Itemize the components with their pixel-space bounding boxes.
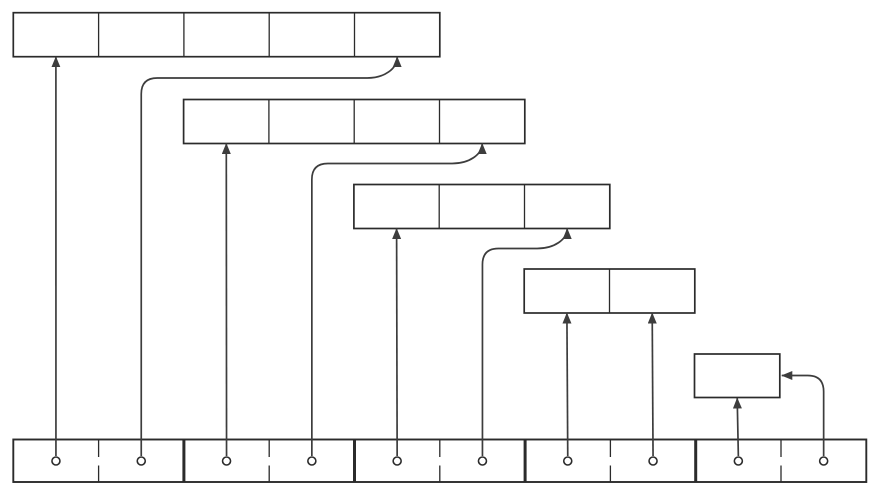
pointer-origin-circle-8	[733, 456, 744, 466]
pointer-arrow-7	[647, 312, 657, 457]
pointer-origin-circle-5	[477, 456, 488, 466]
pointer-arrow-3	[311, 143, 487, 456]
array-row-0-border	[12, 11, 441, 58]
pointer-origin-circle-1	[136, 456, 147, 466]
pointer-arrow-8	[732, 397, 742, 457]
pointer-origin-circle-3	[307, 456, 317, 466]
pointer-origin-circle-7	[648, 456, 658, 466]
pointer-origin-circle-4	[392, 456, 402, 466]
pointer-origin-circle-9	[818, 456, 829, 466]
pointer-origin-circle-6	[562, 456, 573, 466]
pointer-arrow-1	[140, 56, 402, 456]
pointer-arrow-9	[781, 371, 825, 456]
pointer-arrow-4	[392, 228, 402, 457]
pointer-arrow-6	[562, 312, 572, 457]
array-row-2-border	[353, 183, 611, 230]
pointer-origin-circle-2	[221, 456, 232, 466]
pointer-origin-circle-0	[51, 456, 61, 466]
pointer-arrow-5	[481, 228, 572, 456]
array-row-4-border	[693, 353, 781, 399]
